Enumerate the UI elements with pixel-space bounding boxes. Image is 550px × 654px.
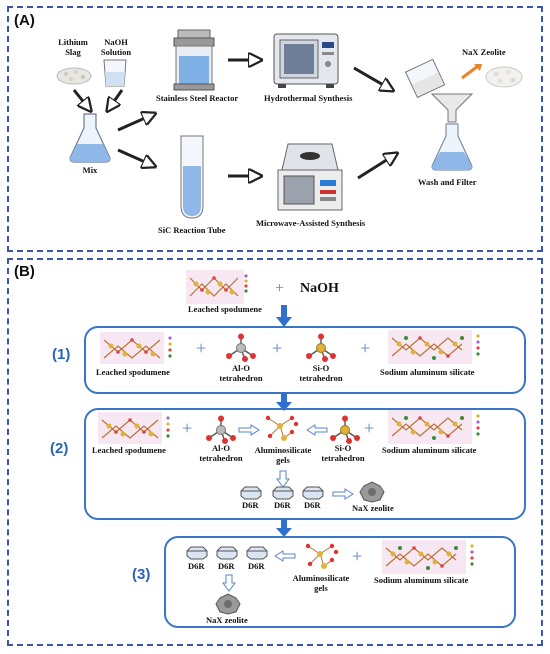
- step2-alo-tetrahedron-icon: [206, 415, 236, 444]
- nax-zeolite-powder-icon: [485, 66, 523, 88]
- step2-sodium-silicate-icon: [388, 410, 480, 444]
- step3-d6r-label-2: D6R: [218, 561, 235, 571]
- top-spodumene-structure-icon: [186, 270, 248, 304]
- step2-d6r-label-1: D6R: [242, 500, 259, 510]
- step1-plus-1: +: [196, 338, 207, 358]
- arrows-from-mix: [117, 110, 164, 170]
- step3-nax-zeolite-icon: [215, 593, 241, 615]
- naoh-beaker-icon: [103, 59, 127, 87]
- stainless-reactor-icon: [173, 29, 215, 91]
- step2-d6r-icon-2: [272, 486, 294, 500]
- step3-gels-icon: [305, 543, 339, 569]
- top-plus-sign: +: [275, 280, 285, 297]
- step2-gels-icon: [265, 415, 299, 441]
- step2-d6r-label-2: D6R: [274, 500, 291, 510]
- step2-spodumene-icon: [98, 412, 170, 444]
- step3-sodium-label: Sodium aluminum silicate: [374, 575, 469, 585]
- wash-filter-label: Wash and Filter: [418, 177, 477, 187]
- step1-number: (1): [52, 346, 71, 363]
- pouring-beaker-icon: [404, 58, 446, 99]
- naoh-solution-label: NaOH Solution: [100, 37, 132, 57]
- lithium-slag-label: Lithium Slag: [58, 37, 88, 57]
- step1-sodium-label: Sodium aluminum silicate: [380, 367, 475, 377]
- step2-alo-label: Al-O tetrahedron: [199, 443, 243, 463]
- step1-sio-tetrahedron-icon: [306, 333, 336, 362]
- filter-flask-icon: [430, 93, 474, 171]
- orange-arrow-icon: [461, 64, 482, 80]
- step1-plus-2: +: [272, 338, 283, 358]
- lithium-slag-powder-icon: [56, 67, 92, 85]
- arrow-microwave-to-product: [357, 148, 406, 180]
- step1-spodumene-icon: [100, 332, 172, 364]
- step2-leached-label: Leached spodumene: [92, 445, 166, 455]
- step1-sio-label: Si-O tetrahedron: [299, 363, 343, 383]
- step1-box: [84, 326, 526, 394]
- step2-arrow-sio-to-gels: [306, 424, 328, 436]
- step1-sodium-silicate-icon: [388, 330, 480, 364]
- step3-box: [164, 536, 516, 628]
- arrows-to-mix: [72, 89, 124, 118]
- hydrothermal-oven-icon: [273, 33, 339, 88]
- step2-nax-label: NaX zeolite: [352, 503, 394, 513]
- step2-nax-zeolite-icon: [359, 481, 385, 503]
- hydrothermal-label: Hydrothermal Synthesis: [264, 93, 353, 103]
- sic-tube-label: SiC Reaction Tube: [158, 225, 226, 235]
- step2-d6r-icon-3: [302, 486, 324, 500]
- top-naoh-label: NaOH: [300, 281, 339, 296]
- step3-d6r-label-3: D6R: [248, 561, 265, 571]
- step2-d6r-label-3: D6R: [304, 500, 321, 510]
- step2-plus-1: +: [182, 418, 193, 438]
- step3-d6r-icon-3: [246, 546, 268, 560]
- step3-d6r-label-1: D6R: [188, 561, 205, 571]
- top-leached-spodumene-label: Leached spodumene: [188, 304, 262, 314]
- step2-gels-label: Aluminosilicate gels: [254, 445, 312, 465]
- panel-a: [7, 6, 543, 252]
- step3-d6r-icon-2: [216, 546, 238, 560]
- step1-alo-tetrahedron-icon: [226, 333, 256, 362]
- step2-arrow-gels-down: [276, 470, 290, 488]
- step2-sio-label: Si-O tetrahedron: [321, 443, 365, 463]
- step3-d6r-icon-1: [186, 546, 208, 560]
- arrow-reactor-to-oven: [228, 52, 266, 68]
- step3-number: (3): [132, 566, 151, 583]
- microwave-label: Microwave-Assisted Synthesis: [256, 218, 366, 228]
- panel-a-label: (A): [14, 12, 35, 29]
- step1-plus-3: +: [360, 338, 371, 358]
- mix-label: Mix: [82, 165, 98, 175]
- step3-gels-label: Aluminosilicate gels: [292, 573, 350, 593]
- step2-plus-2: +: [364, 418, 375, 438]
- step3-arrow-d6r-down: [222, 574, 236, 592]
- step1-leached-label: Leached spodumene: [96, 367, 170, 377]
- microwave-icon: [277, 143, 343, 211]
- step2-number: (2): [50, 440, 69, 457]
- step2-sio-tetrahedron-icon: [330, 415, 360, 444]
- nax-zeolite-label: NaX Zeolite: [462, 47, 506, 57]
- step3-nax-label: NaX zeolite: [206, 615, 248, 625]
- step3-arrow-gels-to-d6r: [274, 550, 296, 562]
- arrow-to-step3: [276, 519, 292, 537]
- step2-arrow-alo-to-gels: [238, 424, 260, 436]
- arrow-oven-to-product: [353, 66, 402, 98]
- arrow-to-step1: [276, 305, 292, 327]
- step2-box: [84, 408, 526, 520]
- panel-b: [7, 258, 543, 646]
- step2-d6r-icon-1: [240, 486, 262, 500]
- panel-b-label: (B): [14, 263, 35, 280]
- mix-flask-icon: [69, 113, 111, 163]
- step3-plus: +: [352, 546, 363, 566]
- step3-sodium-silicate-icon: [382, 540, 474, 574]
- stainless-reactor-label: Stainless Steel Reactor: [156, 93, 239, 103]
- arrow-to-step2: [276, 393, 292, 411]
- step2-arrow-to-nax: [332, 488, 354, 500]
- step1-alo-label: Al-O tetrahedron: [219, 363, 263, 383]
- arrow-tube-to-microwave: [228, 168, 266, 184]
- sic-tube-icon: [180, 135, 204, 219]
- step2-sodium-label: Sodium aluminum silicate: [382, 445, 477, 455]
